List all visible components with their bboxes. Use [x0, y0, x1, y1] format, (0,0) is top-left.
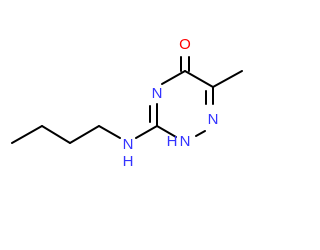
atom-oxygen: O [179, 36, 191, 53]
bond-c6-methyl [212, 70, 243, 88]
atom-amine-nitrogen: N [123, 136, 134, 153]
bond-n1-n2 [195, 130, 206, 137]
bond-butyl-3 [69, 125, 100, 144]
atom-amine-hydrogen: H [123, 153, 134, 170]
bond-butyl-4 [98, 125, 121, 139]
molecule-structure-diagram: O N N N H N H [11, 36, 243, 170]
bond-c5-c6 [184, 70, 214, 88]
bond-n4-c5 [161, 70, 186, 85]
bond-butyl-2 [41, 125, 71, 144]
bond-nh-c3 [135, 125, 158, 139]
bond-butyl-1 [11, 125, 43, 144]
bond-n2-c3 [156, 125, 177, 138]
atom-nitrogen-4: N [152, 85, 163, 102]
atom-hydrogen-2: H [167, 133, 178, 150]
atom-nitrogen-1: N [208, 111, 219, 128]
atom-nitrogen-2: N [180, 133, 191, 150]
